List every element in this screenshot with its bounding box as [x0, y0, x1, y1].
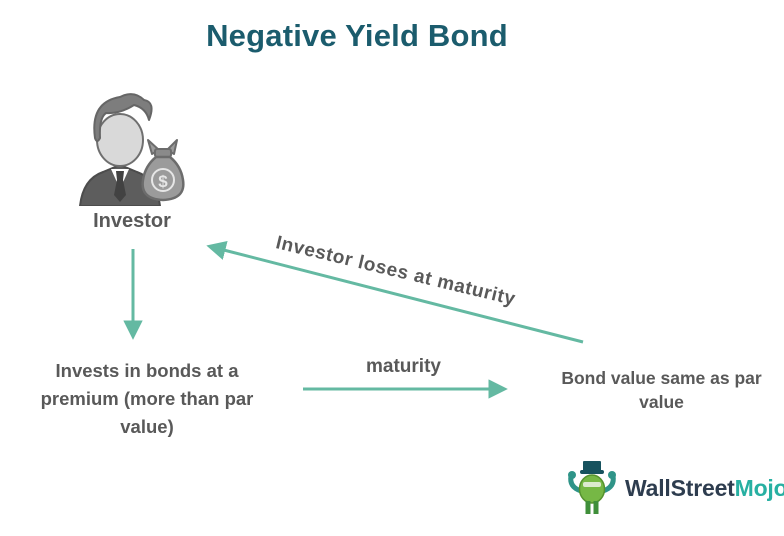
page-title: Negative Yield Bond	[206, 18, 508, 53]
maturity-arrow-label: maturity	[366, 356, 441, 377]
logo-wordmark: WallStreetMojo	[625, 475, 784, 502]
investor-with-money-bag-icon: $	[78, 93, 185, 206]
investor-label: Investor	[93, 210, 171, 232]
logo-text-primary: WallStreet	[625, 474, 735, 501]
bond-value-node: Bond value same as par value	[561, 368, 762, 412]
dollar-sign-icon: $	[158, 172, 168, 191]
bull-mascot-icon	[568, 461, 616, 514]
wallstreetmojo-logo: WallStreetMojo	[566, 460, 784, 516]
premium-node: Invests in bonds at a premium (more than…	[40, 360, 254, 437]
logo-text-accent: Mojo	[734, 474, 784, 501]
loses-arrow-label: Investor loses at maturity	[273, 232, 518, 311]
